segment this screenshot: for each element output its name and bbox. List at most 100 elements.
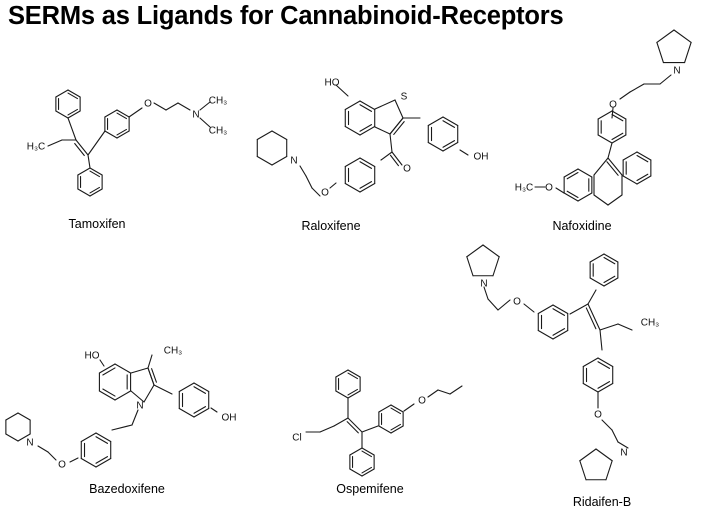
bond xyxy=(67,89,81,98)
compound-name: Tamoxifen xyxy=(69,217,126,231)
bond xyxy=(617,323,633,331)
bond xyxy=(319,425,335,433)
bond xyxy=(593,194,609,206)
bond xyxy=(589,277,605,287)
bond xyxy=(599,329,603,351)
bond xyxy=(344,100,361,111)
bond xyxy=(67,108,79,116)
bond xyxy=(335,84,349,97)
atom-label: O xyxy=(321,188,329,199)
bond xyxy=(17,433,31,442)
atom-label: N xyxy=(26,438,33,449)
bond xyxy=(95,432,112,443)
bond xyxy=(611,429,619,443)
bond xyxy=(391,151,403,166)
bond xyxy=(563,192,579,202)
bond xyxy=(116,128,128,136)
bond xyxy=(611,110,627,120)
bond xyxy=(622,151,638,161)
bond xyxy=(374,126,391,135)
bond xyxy=(102,388,116,397)
bond xyxy=(603,256,616,265)
bond xyxy=(390,407,402,415)
bond xyxy=(636,173,649,182)
bond xyxy=(305,175,313,189)
bond xyxy=(359,161,373,169)
bond xyxy=(98,390,116,401)
atom-label: O xyxy=(594,410,602,421)
bond xyxy=(361,466,373,474)
bond xyxy=(344,125,361,136)
bond xyxy=(442,116,459,127)
bond xyxy=(597,110,613,120)
bond xyxy=(80,432,97,443)
atom-label: N xyxy=(136,401,143,412)
bond xyxy=(605,460,613,481)
bond xyxy=(611,107,614,119)
bond xyxy=(611,113,624,122)
bond xyxy=(597,357,614,368)
bond xyxy=(483,286,489,300)
bond xyxy=(95,456,109,464)
bond xyxy=(361,447,375,456)
bond xyxy=(104,109,118,118)
bond xyxy=(347,369,361,378)
bond xyxy=(587,289,597,305)
bond xyxy=(380,151,393,161)
bond xyxy=(347,388,359,396)
bond xyxy=(403,403,415,412)
atom-label: O xyxy=(58,460,66,471)
bond xyxy=(349,468,363,477)
bond xyxy=(114,363,132,374)
bond xyxy=(606,161,619,176)
bond xyxy=(333,417,349,427)
bond xyxy=(607,142,613,159)
bond xyxy=(656,29,675,43)
bond xyxy=(55,89,69,98)
compound-name: Ridaifen-B xyxy=(573,495,631,509)
bond xyxy=(359,124,373,132)
bond xyxy=(147,354,153,369)
bond xyxy=(116,112,128,120)
atom-label: CH₃ xyxy=(641,318,660,329)
bond xyxy=(390,404,404,413)
bond xyxy=(17,412,31,421)
atom-label: O xyxy=(609,100,617,111)
bond xyxy=(359,157,376,168)
bond xyxy=(359,125,376,136)
atom-label: O xyxy=(513,297,521,308)
atom-label: H₃C xyxy=(27,142,46,153)
bond xyxy=(98,363,116,374)
bond xyxy=(603,275,616,284)
bond xyxy=(579,460,587,481)
bond xyxy=(603,253,619,263)
bond xyxy=(128,107,143,118)
atom-label: CH₃ xyxy=(209,96,228,107)
bond xyxy=(427,116,444,127)
bond xyxy=(673,29,692,43)
bond xyxy=(210,407,218,413)
bond xyxy=(579,448,597,462)
bond xyxy=(587,303,601,331)
bond xyxy=(390,423,402,431)
atom-label: O xyxy=(403,164,411,175)
bond xyxy=(593,157,609,176)
bond xyxy=(437,389,451,395)
bond xyxy=(143,384,155,403)
bond xyxy=(87,130,106,156)
bond xyxy=(74,142,85,157)
bond xyxy=(69,457,79,463)
bond xyxy=(89,186,101,194)
bond xyxy=(193,382,210,393)
atom-label: HO xyxy=(85,351,100,362)
atom-label: N xyxy=(192,110,199,121)
bond xyxy=(389,133,393,153)
bond xyxy=(656,41,664,64)
atom-label: N xyxy=(673,66,680,77)
bond xyxy=(130,390,145,403)
